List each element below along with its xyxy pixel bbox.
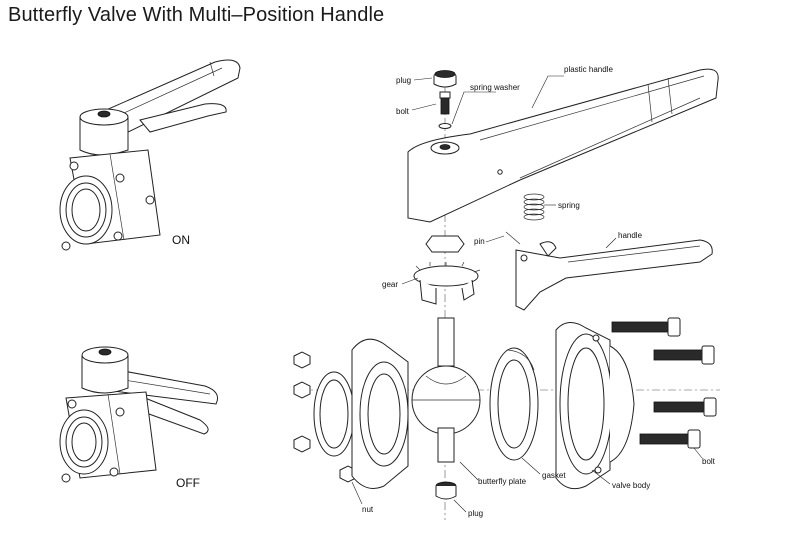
bolt-right-parts [611, 317, 717, 449]
valve-on-illustration [59, 59, 241, 251]
spring-part [523, 193, 545, 221]
label-handle: handle [618, 231, 643, 240]
lever-handle-part [515, 239, 713, 311]
leader-lines [351, 75, 703, 513]
butterfly-plate-part [411, 317, 481, 463]
label-valve-body: valve body [612, 481, 650, 490]
diagram-title: Butterfly Valve With Multi–Position Hand… [8, 4, 385, 26]
label-spring-washer: spring washer [470, 83, 520, 92]
label-gear: gear [382, 280, 398, 289]
left-body-half-part [351, 338, 409, 489]
bolt-top-part [439, 91, 451, 115]
plastic-handle-part [407, 68, 719, 223]
spring-washer-part [438, 123, 452, 129]
label-pin: pin [474, 237, 485, 246]
on-state-label: ON [172, 233, 190, 247]
gear-part [413, 261, 481, 305]
label-plug-bottom: plug [468, 509, 483, 518]
label-gasket: gasket [542, 471, 566, 480]
label-plastic-handle: plastic handle [564, 65, 613, 74]
valve-body-part [555, 322, 635, 490]
label-nut: nut [362, 505, 374, 514]
label-spring: spring [558, 201, 580, 210]
hex-nut-part [425, 235, 465, 253]
label-butterfly-plate: butterfly plate [478, 477, 527, 486]
plug-top-part [433, 70, 457, 88]
nut-parts [293, 351, 357, 483]
valve-off-illustration [59, 346, 219, 483]
plug-bottom-part [435, 481, 457, 500]
label-bolt-top: bolt [396, 107, 410, 116]
off-state-label: OFF [176, 476, 200, 490]
label-bolt-right: bolt [702, 457, 716, 466]
pin-part [505, 231, 521, 245]
gasket-part [489, 347, 539, 461]
left-ferrule-part [313, 371, 355, 457]
label-plug-top: plug [396, 76, 411, 85]
